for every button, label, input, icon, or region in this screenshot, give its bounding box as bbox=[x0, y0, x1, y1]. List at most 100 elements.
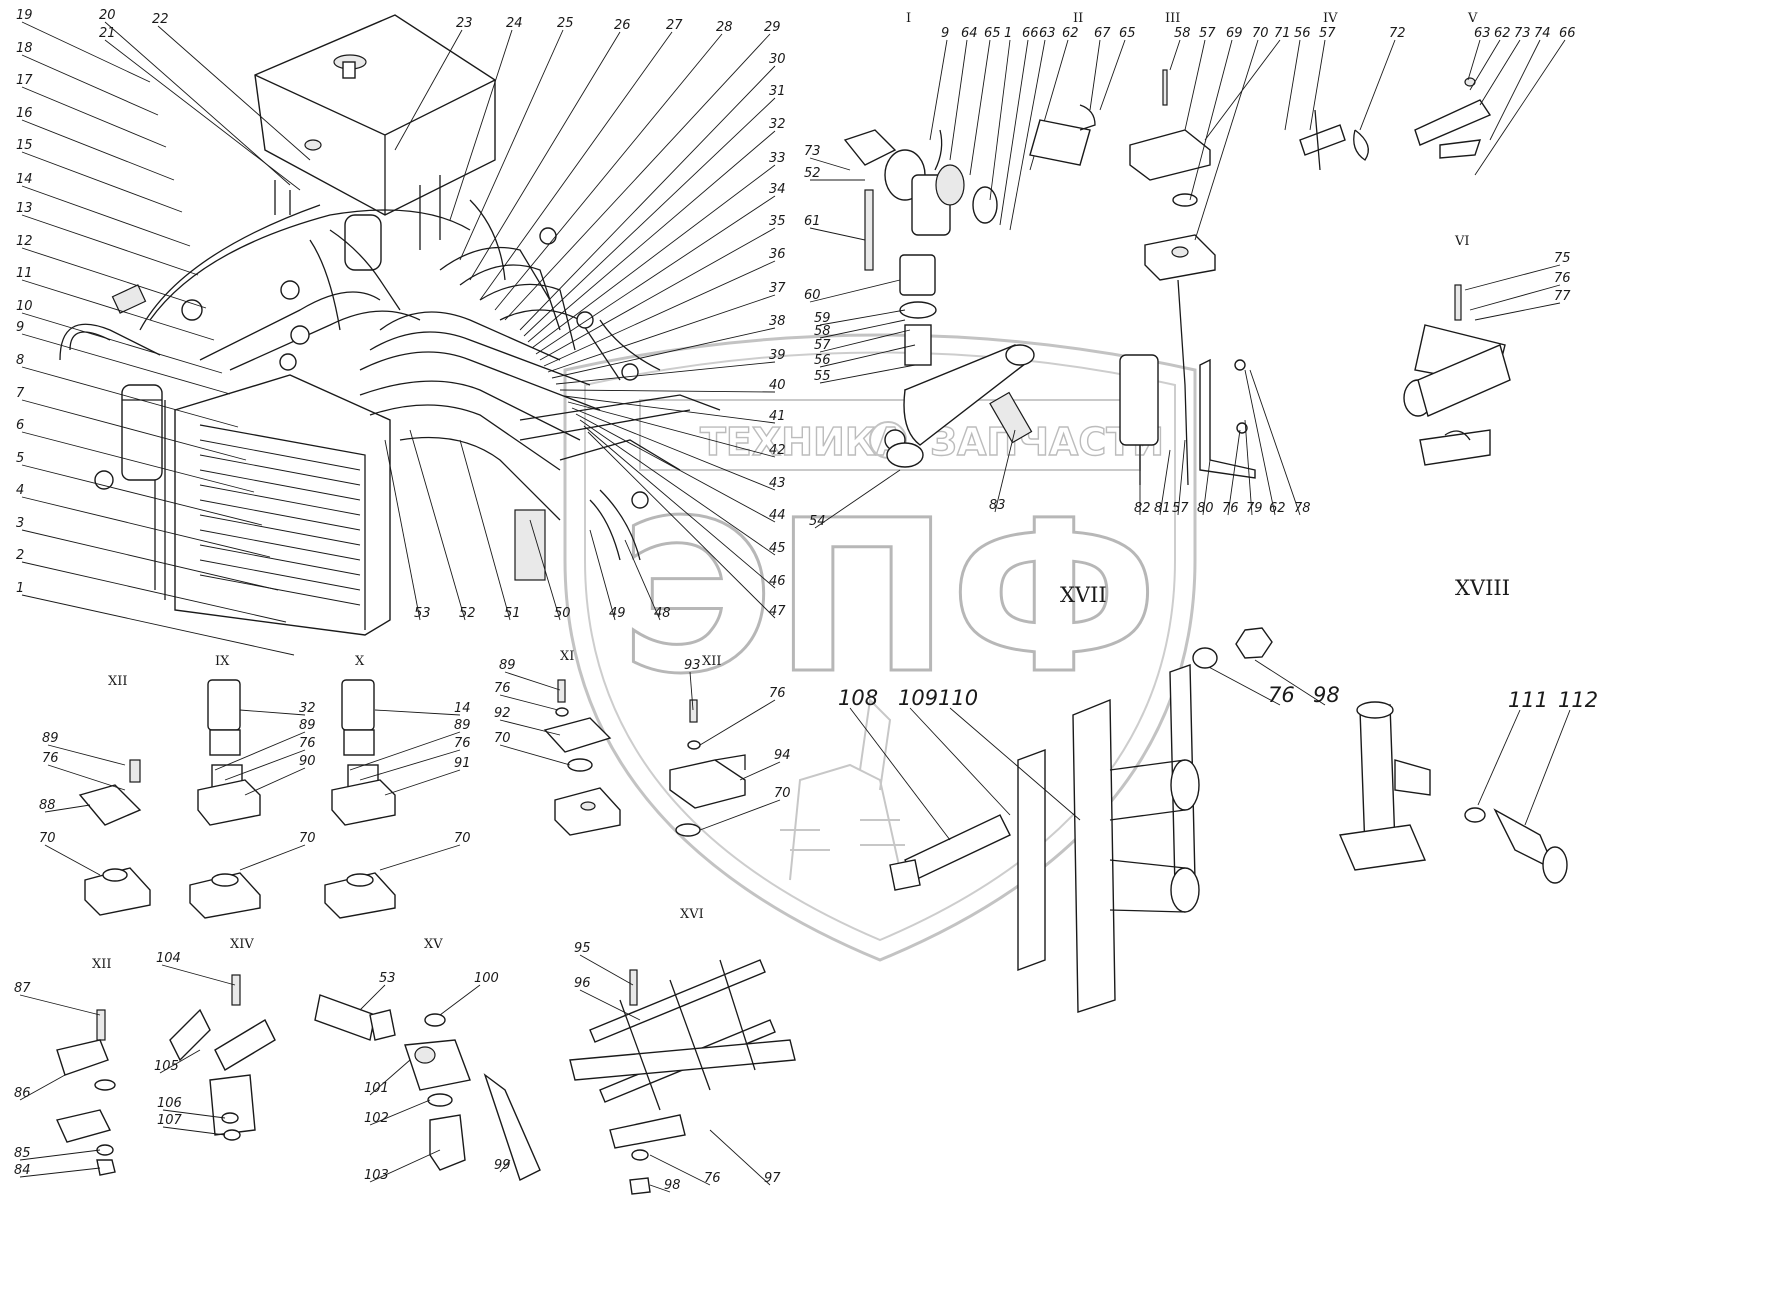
part-number-label: 74 bbox=[1534, 26, 1551, 41]
part-number-label: 76 bbox=[494, 681, 511, 696]
leader-line bbox=[369, 1059, 411, 1096]
leader-line bbox=[47, 744, 126, 766]
part-number-label: 70 bbox=[774, 786, 791, 801]
leader-line bbox=[529, 519, 561, 621]
leader-line bbox=[21, 185, 191, 247]
part-number-label: 19 bbox=[16, 8, 33, 23]
leader-line bbox=[1249, 369, 1301, 516]
leader-line bbox=[499, 1159, 511, 1173]
part-number-label: 57 bbox=[1319, 26, 1336, 41]
leader-line bbox=[1477, 709, 1521, 806]
leader-line bbox=[649, 1184, 671, 1193]
view-13-title: XII bbox=[92, 957, 112, 972]
part-number-label: 78 bbox=[1294, 501, 1311, 516]
leader-line bbox=[1184, 39, 1206, 131]
part-number-label: 75 bbox=[1554, 251, 1571, 266]
part-number-label: 80 bbox=[1197, 501, 1214, 516]
part-number-label: 39 bbox=[769, 348, 786, 363]
part-number-label: 79 bbox=[1246, 501, 1263, 516]
part-number-label: 59 bbox=[814, 311, 831, 326]
leader-line bbox=[359, 984, 386, 1011]
part-number-label: 27 bbox=[666, 18, 683, 33]
part-number-label: 84 bbox=[14, 1163, 31, 1178]
part-number-label: 70 bbox=[1252, 26, 1269, 41]
part-number-label: 87 bbox=[14, 981, 31, 996]
part-number-label: 89 bbox=[42, 731, 59, 746]
leader-line bbox=[551, 327, 776, 379]
leader-line bbox=[21, 312, 223, 374]
part-number-label: 22 bbox=[152, 12, 169, 27]
leader-line bbox=[459, 439, 511, 621]
leader-line bbox=[21, 247, 207, 309]
leader-line bbox=[104, 39, 301, 191]
part-number-label: 50 bbox=[554, 606, 571, 621]
leader-line bbox=[949, 39, 968, 161]
leader-line bbox=[539, 227, 776, 361]
wheat-emblem-icon bbox=[780, 697, 905, 881]
part-number-label: 71 bbox=[1274, 26, 1291, 41]
leader-line bbox=[563, 395, 776, 424]
part-number-label: 54 bbox=[809, 514, 826, 529]
leader-line bbox=[547, 294, 776, 373]
leader-line bbox=[21, 333, 231, 395]
part-number-label: 31 bbox=[769, 84, 786, 99]
view-10-title: X bbox=[355, 654, 365, 669]
part-number-label: 103 bbox=[364, 1168, 389, 1183]
leader-line bbox=[504, 671, 561, 691]
part-number-label: 62 bbox=[1062, 26, 1079, 41]
part-number-label: 63 bbox=[1474, 26, 1491, 41]
leader-line bbox=[1089, 39, 1101, 111]
leader-line bbox=[21, 496, 271, 558]
part-number-label: 6 bbox=[16, 418, 24, 433]
part-number-label: 61 bbox=[804, 214, 821, 229]
part-number-label: 82 bbox=[1134, 501, 1151, 516]
part-number-label: 56 bbox=[1294, 26, 1311, 41]
part-number-label: 10 bbox=[16, 299, 33, 314]
leader-line bbox=[19, 1074, 66, 1101]
leader-line bbox=[1467, 39, 1481, 81]
hex-nut-icon bbox=[1235, 627, 1273, 659]
part-number-label: 32 bbox=[769, 117, 786, 132]
leader-line bbox=[814, 469, 901, 529]
part-number-label: 56 bbox=[814, 353, 831, 368]
leader-line bbox=[1227, 429, 1241, 516]
part-number-label: 83 bbox=[989, 498, 1006, 513]
leader-line bbox=[239, 709, 306, 716]
part-number-label: 23 bbox=[456, 16, 473, 31]
part-number-label: 58 bbox=[1174, 26, 1191, 41]
leader-line bbox=[479, 31, 673, 301]
leader-line bbox=[21, 119, 175, 181]
part-number-label: 18 bbox=[16, 41, 33, 56]
leader-line bbox=[157, 25, 311, 161]
part-number-label: 21 bbox=[99, 26, 116, 41]
part-number-label: 76 bbox=[1268, 683, 1295, 707]
part-number-label: 67 bbox=[1094, 26, 1111, 41]
leader-line bbox=[809, 157, 851, 171]
leader-line bbox=[21, 399, 247, 461]
view-3-title: III bbox=[1165, 11, 1180, 26]
view-12-title: XII bbox=[702, 654, 722, 669]
view-markers bbox=[94, 227, 649, 509]
leader-line bbox=[559, 389, 776, 393]
filter-center bbox=[344, 214, 382, 271]
leader-line bbox=[394, 29, 463, 151]
part-number-label: 91 bbox=[454, 756, 471, 771]
leader-line bbox=[1177, 439, 1186, 516]
part-number-label: 45 bbox=[769, 541, 786, 556]
leader-line bbox=[1479, 39, 1521, 106]
leader-line bbox=[499, 694, 559, 711]
leader-line bbox=[1202, 459, 1211, 516]
leader-line bbox=[949, 707, 1081, 821]
part-number-label: 28 bbox=[716, 20, 733, 35]
